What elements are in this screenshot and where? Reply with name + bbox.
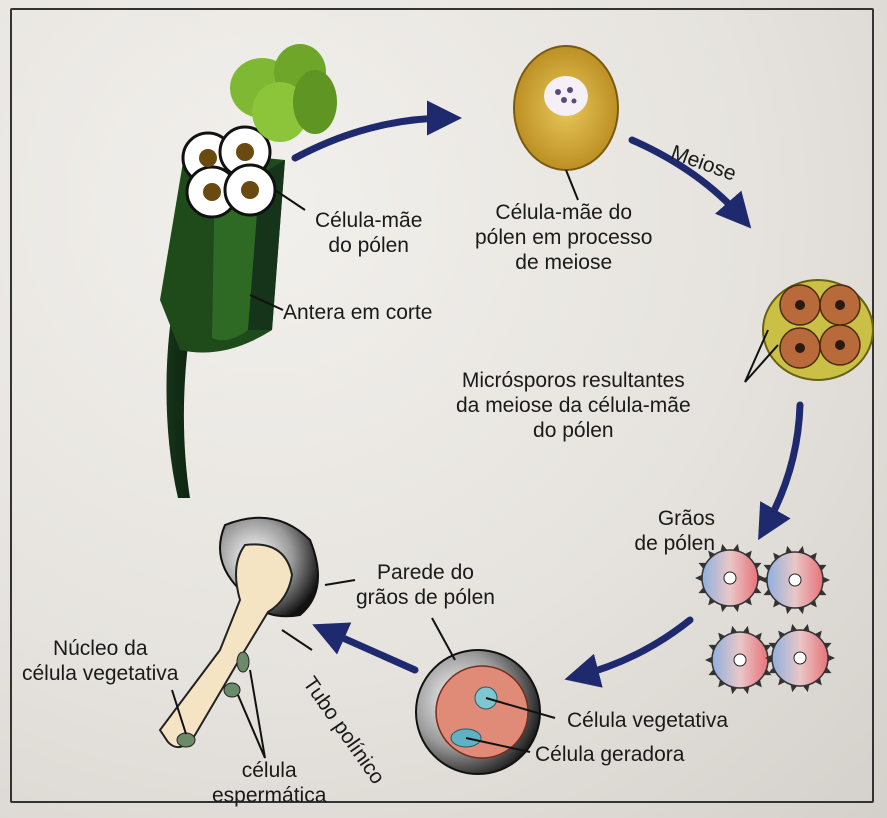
pollen-spike — [763, 669, 772, 676]
pollen-grains — [695, 543, 835, 695]
pollen-spike — [809, 599, 817, 608]
pollen-spike — [708, 550, 716, 559]
label-line: do pólen — [533, 419, 614, 442]
label-line: Célula-mãe do — [495, 201, 632, 224]
arrow-grains-to-germinating — [564, 616, 694, 688]
pollen-spike — [768, 642, 777, 649]
label-line: de pólen — [634, 532, 715, 555]
pollen-spike — [809, 552, 817, 561]
pollen-spike — [823, 667, 832, 674]
pollen-spike — [778, 677, 786, 686]
pollen-spike — [778, 630, 786, 639]
pollen-spike — [708, 597, 716, 606]
label-line: Parede do — [377, 561, 474, 584]
pollen-spike — [753, 587, 762, 594]
pollen-spike — [754, 632, 762, 641]
pollen-spike — [768, 667, 777, 674]
label-antera-em-corte: Antera em corte — [283, 301, 433, 324]
pollen-grain-2 — [760, 545, 830, 615]
label-celula-mae-polen: Célula-mãe do pólen — [315, 208, 422, 258]
mature-pollen-grain — [415, 617, 556, 775]
pollen-spike — [763, 644, 772, 651]
pollen-spike — [822, 576, 830, 584]
pollen-spike — [718, 679, 726, 688]
pollen-spike — [698, 587, 707, 594]
label-line: Grãos — [657, 507, 715, 530]
label-line: do pólen — [328, 234, 409, 257]
pollen-spike — [814, 630, 822, 639]
label-parede-graos: Parede do grãos de pólen — [356, 560, 495, 610]
arrow-meiosis — [628, 136, 752, 229]
pollen-spike — [718, 632, 726, 641]
pollen-spike — [754, 679, 762, 688]
pollen-grain-1 — [695, 543, 765, 613]
label-celula-vegetativa: Célula vegetativa — [567, 709, 729, 732]
label-leaders — [249, 189, 306, 311]
pollen-spike — [818, 564, 827, 571]
anther-green-lobes — [230, 44, 337, 142]
label-line: Micrósporos resultantes — [461, 369, 685, 392]
label-line: Célula-mãe — [315, 209, 423, 232]
arrow-to-pollen-tube — [312, 622, 419, 674]
pollen-spike — [827, 654, 835, 662]
pollen-spike — [705, 656, 713, 664]
label-nucleo-celula-vegetativa: Núcleo da célula vegetativa — [22, 636, 178, 686]
cycle-arrows — [291, 100, 804, 688]
pollen-spike — [823, 642, 832, 649]
label-line: espermática — [212, 784, 327, 807]
pollen-spike — [818, 589, 827, 596]
pollen-grain-4 — [765, 623, 835, 693]
pollen-spike — [773, 599, 781, 608]
pollen-spike — [744, 550, 752, 559]
pollen-spike — [757, 574, 765, 582]
label-graos-de-polen: Grãos de pólen — [625, 506, 715, 556]
anther-illustration — [160, 44, 337, 498]
pollen-spike — [760, 576, 768, 584]
pollen-grain-3 — [705, 625, 775, 695]
pollen-spike — [765, 654, 773, 662]
pollen-spike — [763, 589, 772, 596]
germinated-pollen-tube — [158, 516, 356, 759]
pollen-tube — [158, 543, 294, 749]
pollen-spike — [753, 562, 762, 569]
label-celula-mae-meiose: Célula-mãe do pólen em processo de meios… — [475, 200, 652, 275]
pollen-spike — [744, 597, 752, 606]
label-line: da meiose da célula-mãe — [456, 394, 691, 417]
pollen-spike — [695, 574, 703, 582]
label-celula-espermatica: célula espermática — [212, 758, 326, 808]
microspore-tetrad — [744, 279, 874, 383]
pollen-spike — [708, 669, 717, 676]
label-line: célula — [241, 759, 297, 782]
label-line: célula vegetativa — [22, 662, 179, 685]
label-celula-geradora: Célula geradora — [535, 743, 685, 766]
label-line: Núcleo da — [52, 637, 148, 660]
anther-cross-section — [181, 125, 277, 219]
label-line: grãos de pólen — [356, 586, 495, 609]
label-microsporos: Micrósporos resultantes da meiose da cél… — [456, 368, 691, 443]
mother-cell-meiosis — [513, 45, 619, 201]
label-line: pólen em processo — [475, 226, 653, 249]
diagram-frame — [10, 8, 874, 803]
arrow-anther-to-mother-cell — [291, 100, 462, 162]
arrow-microspores-to-grains — [758, 401, 804, 541]
pollen-spike — [698, 562, 707, 569]
pollen-spike — [814, 677, 822, 686]
pollen-spike — [708, 644, 717, 651]
pollen-spike — [763, 564, 772, 571]
pollen-spike — [773, 552, 781, 561]
label-line: de meiose — [515, 251, 613, 274]
